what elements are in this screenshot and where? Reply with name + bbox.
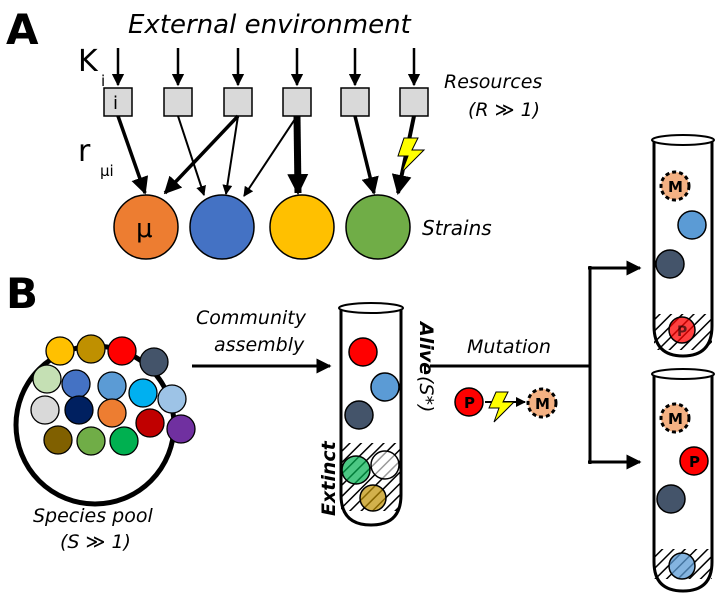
test-tube-rim bbox=[651, 134, 715, 146]
pool-species bbox=[64, 395, 94, 425]
alive-species bbox=[655, 249, 685, 279]
mutant-species bbox=[659, 170, 691, 202]
pool-species bbox=[61, 369, 91, 399]
alive-species bbox=[344, 400, 374, 430]
r-symbol: r bbox=[78, 134, 91, 169]
pool-species bbox=[43, 425, 73, 455]
result-tube-bottom: M P bbox=[651, 368, 715, 593]
strains bbox=[113, 194, 411, 260]
main-test-tube bbox=[338, 302, 404, 527]
test-tube-rim bbox=[651, 368, 715, 380]
parent-species bbox=[668, 316, 696, 344]
resource-box bbox=[103, 87, 133, 117]
result-tube-top: P M bbox=[651, 134, 715, 358]
species-pool-condition: (S ≫ 1) bbox=[60, 531, 131, 553]
assembly-label-line1: Community bbox=[196, 307, 307, 329]
extinct-label: Extinct bbox=[318, 440, 340, 516]
extinct-species bbox=[370, 450, 400, 480]
parent-label: P bbox=[677, 324, 687, 340]
test-tube-outline bbox=[652, 140, 714, 358]
environment-title: External environment bbox=[128, 10, 412, 40]
parent-species bbox=[454, 387, 484, 417]
resources-condition: (R ≫ 1) bbox=[468, 99, 540, 121]
pool-species bbox=[128, 378, 158, 408]
parent-label: P bbox=[689, 453, 700, 471]
pool-species bbox=[76, 426, 106, 456]
species-pool-label: Species pool bbox=[33, 505, 153, 527]
panel-a-label: A bbox=[6, 5, 39, 54]
k-symbol: K bbox=[78, 44, 99, 79]
resource-box bbox=[163, 87, 193, 117]
alive-condition: (S*) bbox=[415, 376, 437, 412]
lightning-icon bbox=[488, 391, 516, 423]
pool-species bbox=[135, 408, 165, 438]
strains-label: Strains bbox=[422, 216, 492, 240]
resource-box bbox=[223, 87, 253, 117]
resource-box bbox=[282, 87, 312, 117]
pool-species bbox=[30, 395, 60, 425]
resource-boxes bbox=[103, 87, 429, 117]
panel-b-label: B bbox=[6, 269, 38, 318]
alive-species bbox=[348, 337, 378, 367]
mutant-species bbox=[526, 387, 558, 419]
test-tube-rim bbox=[338, 302, 404, 314]
strain-circle bbox=[269, 194, 335, 260]
resource-box bbox=[340, 87, 370, 117]
strain-mu-label: μ bbox=[136, 214, 153, 244]
strain-circle bbox=[345, 194, 411, 260]
test-tube-outline bbox=[652, 374, 714, 593]
parent-label: P bbox=[464, 394, 475, 412]
extinct-annotation: Extinct bbox=[318, 440, 340, 516]
mutant-species bbox=[659, 402, 691, 434]
k-subscript: i bbox=[101, 72, 105, 90]
species-pool-circles bbox=[30, 334, 196, 456]
pool-species bbox=[107, 336, 137, 366]
assembly-label-line2: assembly bbox=[214, 334, 305, 356]
alive-label: Alive bbox=[415, 320, 437, 375]
resource-index-label: i bbox=[113, 93, 118, 114]
test-tube-outline bbox=[339, 308, 403, 527]
extinct-species bbox=[341, 455, 371, 485]
lightning-icon bbox=[397, 137, 426, 173]
alive-annotation: Alive (S*) bbox=[415, 320, 437, 412]
pool-species bbox=[109, 426, 139, 456]
mutant-label: M bbox=[668, 178, 683, 196]
pool-species bbox=[32, 364, 62, 394]
pool-species bbox=[166, 414, 196, 444]
extinct-species bbox=[668, 552, 696, 580]
strain-circle bbox=[189, 194, 255, 260]
alive-species bbox=[677, 210, 707, 240]
parent-species bbox=[679, 446, 709, 476]
panel-a: A External environment K i r μi i Resour… bbox=[6, 5, 542, 260]
supply-arrows bbox=[111, 48, 421, 87]
pool-species bbox=[97, 398, 127, 428]
resource-box bbox=[399, 87, 429, 117]
r-subscript: μi bbox=[100, 162, 114, 180]
consumption-arrows bbox=[116, 114, 416, 197]
mutant-label: M bbox=[668, 410, 683, 428]
strain-circle bbox=[113, 194, 179, 260]
pool-species bbox=[97, 371, 127, 401]
alive-species bbox=[370, 372, 400, 402]
extinct-species bbox=[359, 484, 387, 512]
mutation-label: Mutation bbox=[467, 336, 551, 358]
panel-b: B Species pool (S ≫ 1) Community assembl… bbox=[6, 134, 715, 593]
alive-species bbox=[656, 484, 686, 514]
pool-species bbox=[76, 334, 106, 364]
pool-species bbox=[45, 336, 75, 366]
mutant-label: M bbox=[535, 395, 550, 413]
pool-species bbox=[157, 384, 187, 414]
pool-species bbox=[139, 347, 169, 377]
resources-label: Resources bbox=[444, 71, 542, 93]
